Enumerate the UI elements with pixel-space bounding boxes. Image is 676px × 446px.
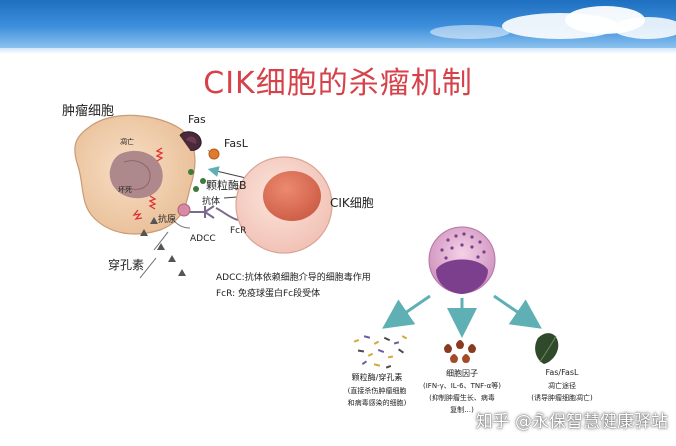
fasl-label: FasL — [224, 137, 248, 150]
pathway-granzyme-line1: (直接杀伤肿瘤细胞 — [347, 387, 407, 395]
tumor-nucleus — [109, 150, 163, 199]
tumor-inner-bottom-label: 坏死 — [118, 186, 132, 194]
tumor-cell — [74, 114, 196, 235]
adcc-definition: ADCC:抗体依赖细胞介导的细胞毒作用 — [216, 273, 371, 283]
cik-cell — [235, 156, 333, 254]
pathway-fas-line1: 凋亡途径 — [548, 382, 576, 390]
tumor-cell-label: 肿瘤细胞 — [62, 104, 115, 119]
cytokine-icon — [444, 340, 476, 363]
adcc-label: ADCC — [190, 234, 216, 244]
antigen-label: 抗原 — [158, 215, 177, 225]
fasl-ligand — [207, 148, 220, 160]
fcr-label: FcR — [230, 226, 247, 236]
pathway-fas-title: Fas/FasL — [545, 368, 579, 377]
granzyme-label: 颗粒酶B — [206, 179, 247, 192]
page-title: CIK细胞的杀瘤机制 — [203, 66, 473, 101]
perforin-label: 穿孔素 — [108, 258, 145, 272]
fasl-pathway-icon — [535, 333, 559, 364]
pathway-granzyme-line2: 和病毒感染的细胞) — [347, 399, 407, 407]
effector-cell — [428, 226, 496, 294]
tumor-inner-top-label: 凋亡 — [120, 138, 134, 146]
antibody-complex — [171, 203, 239, 229]
pathway-arrows — [382, 294, 542, 338]
granule-icon — [353, 335, 408, 369]
perforin-triangles — [139, 217, 186, 279]
fas-receptor — [179, 131, 202, 151]
damage-arrow — [155, 147, 164, 162]
granzyme-dots — [188, 169, 206, 192]
pathway-fas-line2: (诱导肿瘤细胞凋亡) — [531, 394, 593, 402]
pathway-cytokine-line2: (抑制肿瘤生长、病毒 — [429, 394, 495, 402]
fas-label: Fas — [188, 113, 206, 126]
watermark: 知乎 @永保智慧健康驿站 — [475, 412, 668, 432]
pathway-cytokine-title: 细胞因子 — [446, 369, 478, 378]
pathway-cytokine-line3: 复制…) — [450, 406, 474, 414]
cik-cell-label: CIK细胞 — [330, 196, 374, 210]
banner-fade — [0, 48, 676, 54]
sky-banner — [0, 0, 676, 48]
antibody-label: 抗体 — [202, 197, 221, 207]
pathway-granzyme-title: 颗粒酶/穿孔素 — [351, 373, 403, 382]
pathway-cytokine-line1: (IFN-γ、IL-6、TNF-α等) — [423, 382, 501, 390]
fcr-definition: FcR: 免疫球蛋白Fc段受体 — [216, 289, 321, 299]
cloud-graphic — [430, 6, 676, 39]
